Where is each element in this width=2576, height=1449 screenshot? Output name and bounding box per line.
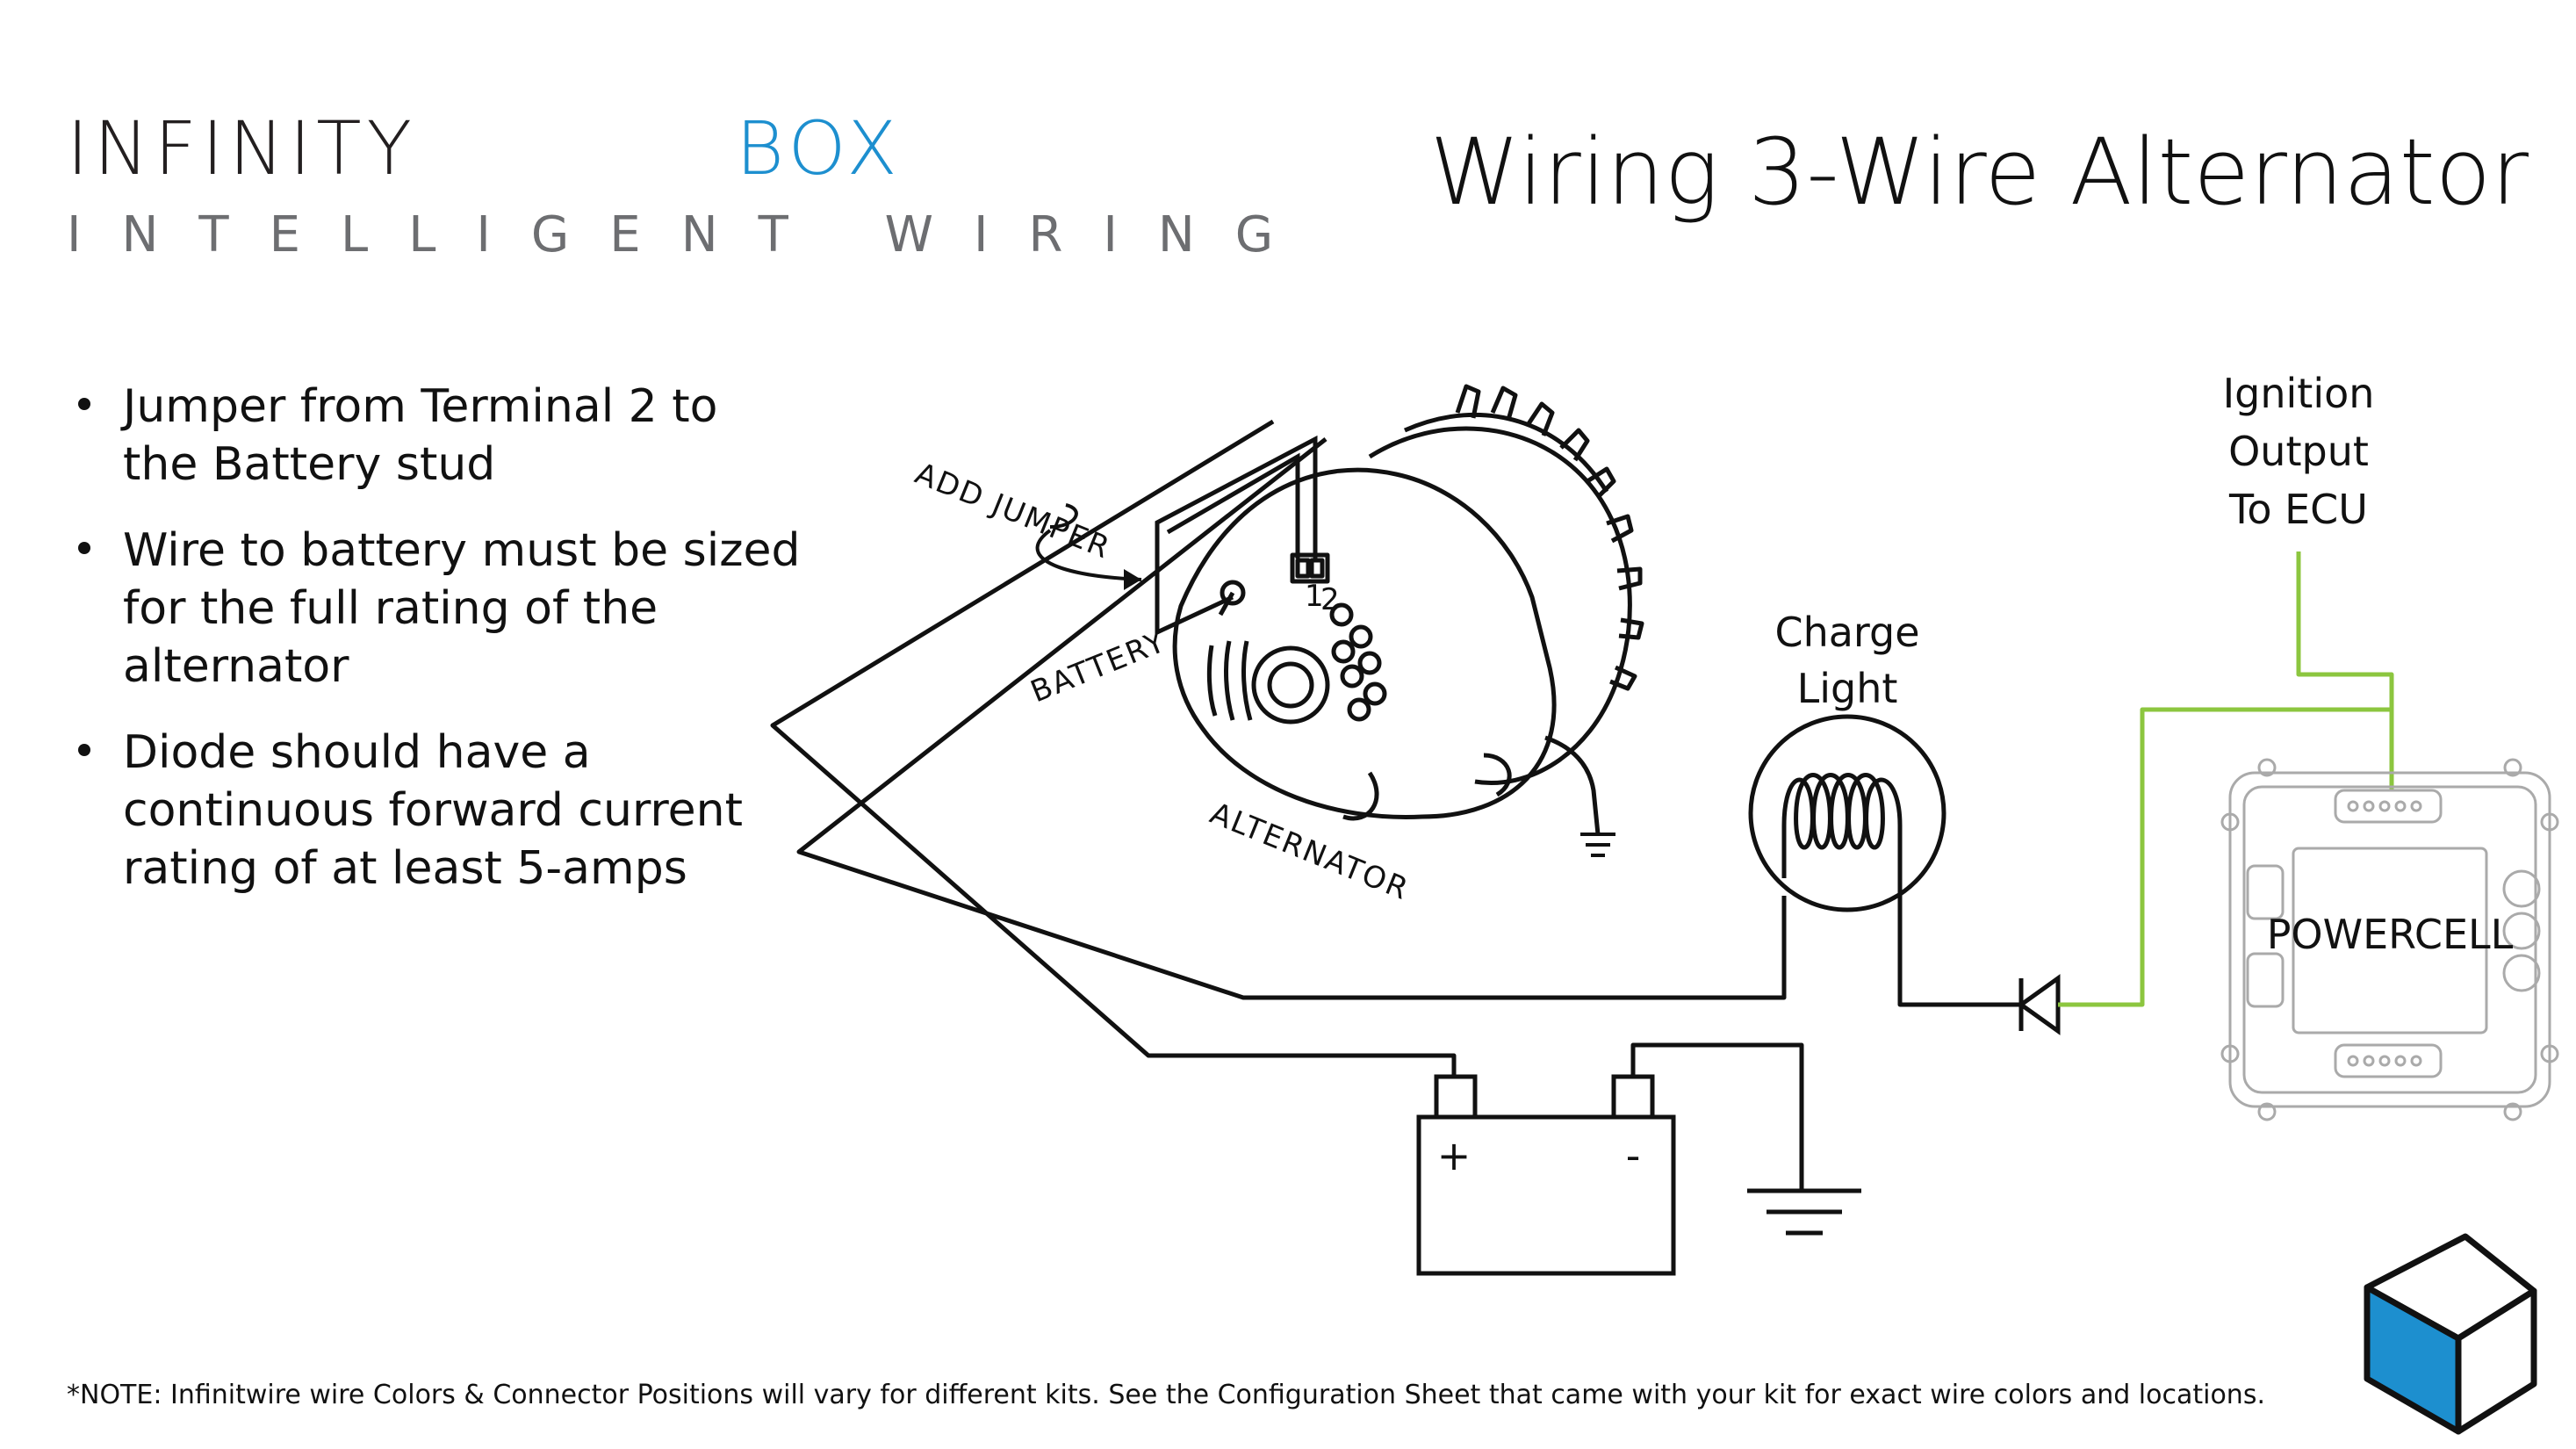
battery-minus-label: - [1626, 1132, 1641, 1179]
terminal-label-1: 1 [1305, 579, 1326, 614]
battery-icon [1416, 1074, 1676, 1276]
green-wiring [2058, 551, 2394, 1007]
add-jumper-label: ADD JUMPER [910, 456, 1116, 566]
infinitybox-logo: INFINITY BOX INTELLIGENT WIRING [67, 105, 1313, 263]
bullet-dot [78, 744, 90, 756]
ignition-label-line: Ignition [2223, 370, 2375, 417]
page-title: Wiring 3-Wire Alternator [1430, 119, 2529, 226]
battery-plus-label: + [1437, 1132, 1471, 1179]
add-jumper-arrowhead [1124, 569, 1141, 590]
logo-word-blue: BOX [736, 105, 903, 191]
charge-light-label-line: Light [1797, 665, 1898, 712]
jumper-wire [1155, 435, 1318, 636]
logo-tagline: INTELLIGENT WIRING [67, 206, 1313, 263]
bullet-line: alternator [123, 640, 349, 693]
terminal-label-2: 2 [1320, 582, 1342, 617]
bullet-item: Jumper from Terminal 2 to the Battery st… [78, 380, 718, 491]
ground-icon [1747, 1188, 1861, 1236]
alternator-drawing [1172, 384, 1644, 857]
bullet-line: Jumper from Terminal 2 to [120, 380, 718, 433]
bullet-line: Diode should have a [123, 726, 591, 779]
bullet-line: rating of at least 5-amps [123, 842, 687, 895]
bullet-item: Diode should have a continuous forward c… [78, 726, 743, 895]
footnote: *NOTE: Infinitwire wire Colors & Connect… [67, 1380, 2265, 1410]
diode-to-powercell-wire [2058, 707, 2394, 1007]
wiring [770, 419, 2021, 1191]
bullet-list: Jumper from Terminal 2 to the Battery st… [78, 380, 801, 895]
alternator-label: ALTERNATOR [1205, 796, 1414, 907]
battery-negative-wire [1630, 1042, 1804, 1191]
bullet-line: continuous forward current [123, 784, 743, 837]
charge-light-feed-wire [796, 437, 1787, 1000]
bullet-item: Wire to battery must be sized for the fu… [78, 524, 801, 693]
charge-light-icon [1748, 714, 1946, 912]
ignition-label-line: To ECU [2228, 486, 2368, 533]
bullet-line: the Battery stud [123, 438, 495, 491]
add-jumper-arrow [1035, 503, 1142, 581]
bullet-line: Wire to battery must be sized [123, 524, 801, 577]
logo-word-dark: INFINITY [67, 105, 417, 191]
powercell-module [2220, 758, 2559, 1121]
battery-wire-label: BATTERY [1025, 624, 1171, 710]
ignition-label-line: Output [2228, 428, 2369, 475]
charge-light-to-diode-wire [1897, 878, 2021, 1007]
powercell-label: POWERCELL [2267, 911, 2514, 958]
bullet-line: for the full rating of the [123, 582, 658, 635]
bullet-dot [78, 398, 90, 410]
ignition-output-wire [2296, 551, 2394, 710]
battery-positive-wire [770, 419, 1457, 1077]
diode-icon [2017, 974, 2061, 1035]
bullet-dot [78, 542, 90, 554]
charge-light-label-line: Charge [1774, 609, 1919, 656]
cube-logo-icon [2364, 1233, 2537, 1435]
